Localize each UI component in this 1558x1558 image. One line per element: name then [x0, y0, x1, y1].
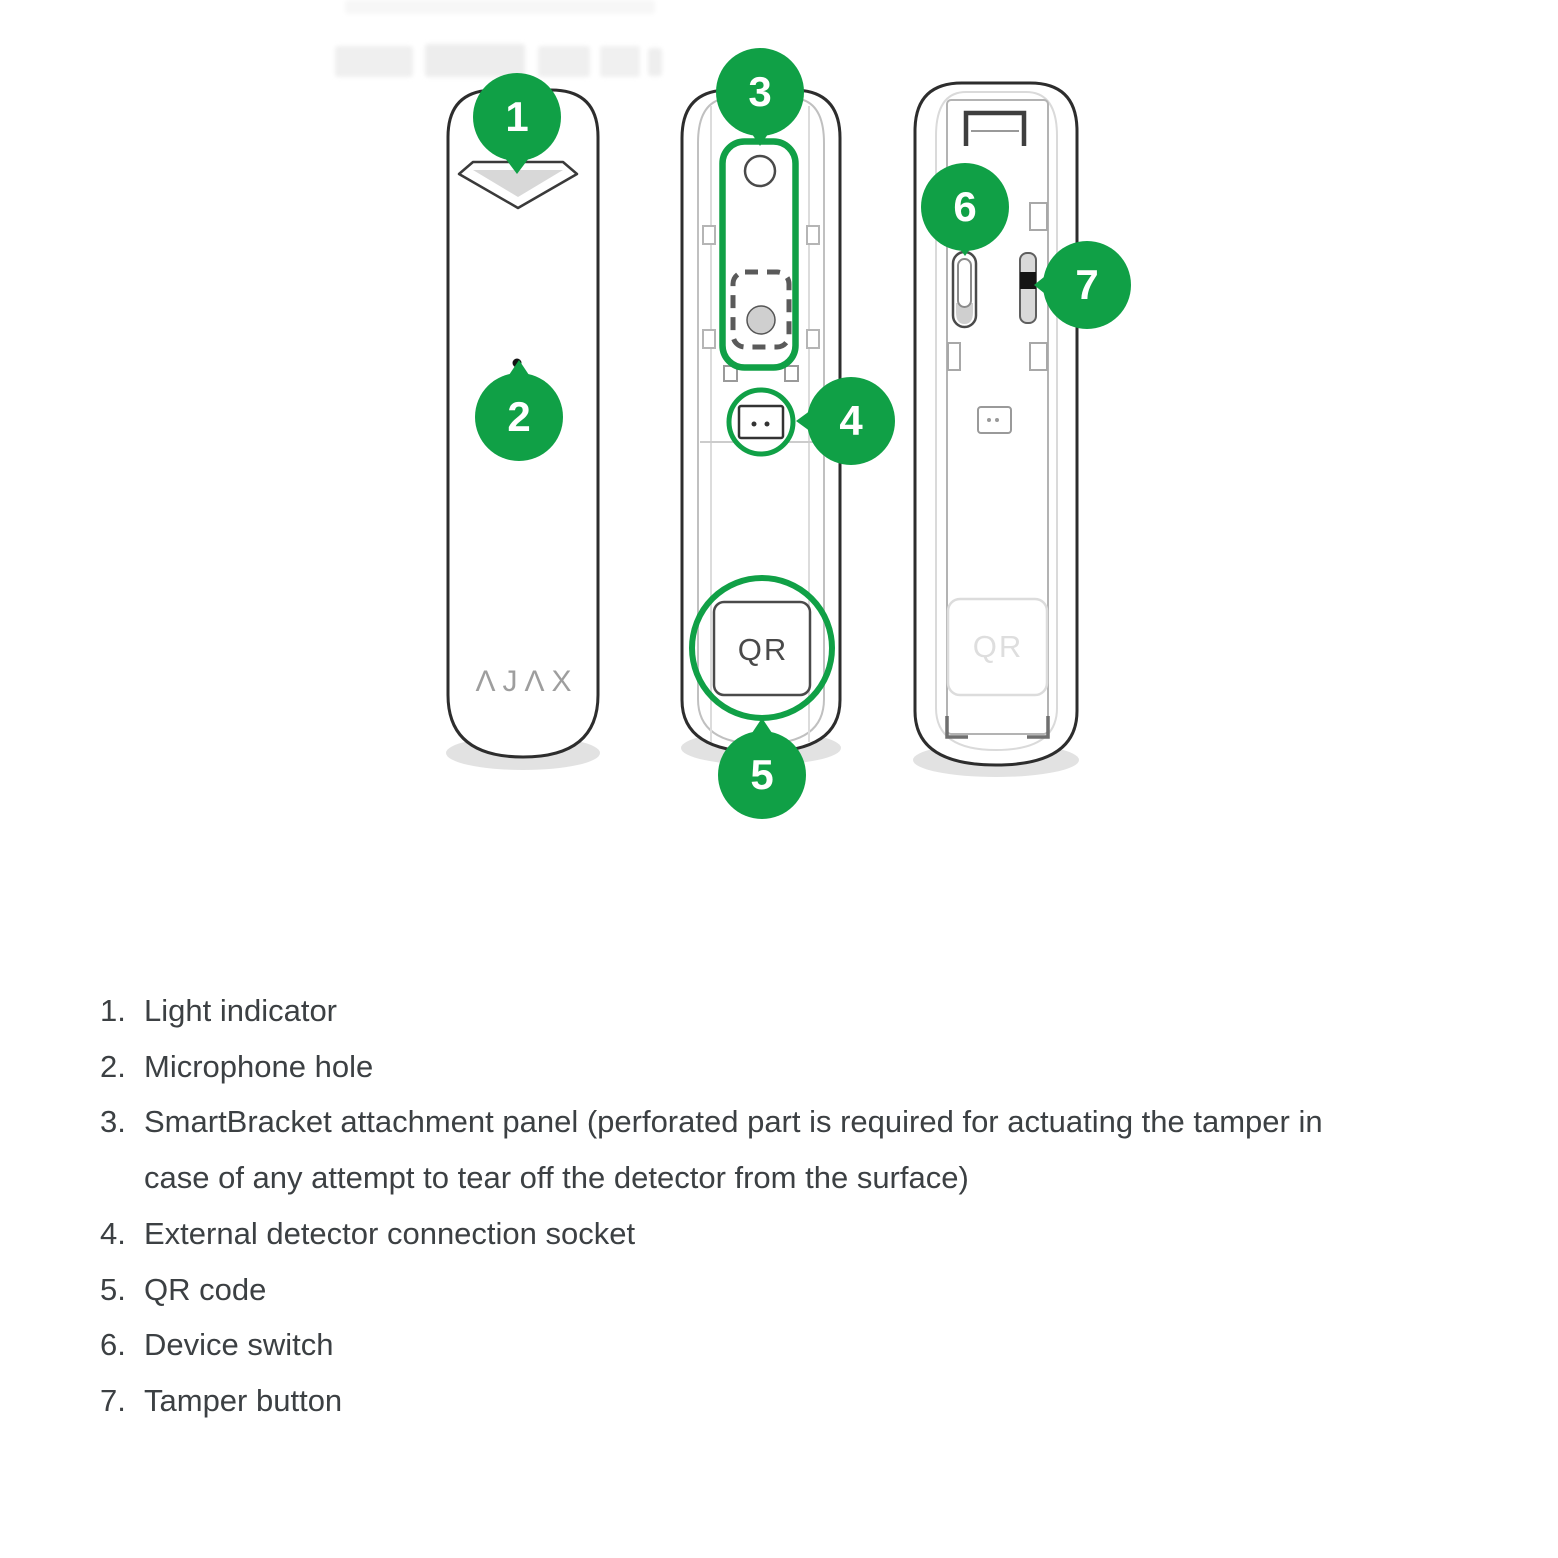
perforated-part-icon: [730, 269, 792, 350]
legend-item-label: Microphone hole: [144, 1048, 374, 1084]
qr-code-faint-label: QR: [973, 629, 1024, 664]
back-socket-icon: [977, 406, 1012, 434]
legend-item-number: 4.: [100, 1215, 126, 1251]
svg-text:7: 7: [1075, 261, 1098, 308]
legend-item-number: 7.: [100, 1382, 126, 1418]
legend-item-number: 5.: [100, 1271, 126, 1307]
callout-7-tamper-button: 7: [1034, 241, 1131, 329]
legend-item-2: 2. Microphone hole: [100, 1039, 1430, 1095]
panel-bottom-hooks: [945, 716, 1050, 739]
legend-list: 1. Light indicator 2. Microphone hole 3.…: [100, 983, 1430, 1429]
legend-item-number: 1.: [100, 993, 126, 1028]
callout-1-light-indicator: 1: [473, 73, 561, 174]
svg-text:6: 6: [953, 183, 976, 230]
legend-item-label: SmartBracket attachment panel (perforate…: [144, 1104, 1323, 1196]
panel-tabs: [947, 202, 1048, 371]
smartbracket-panel-highlight: [719, 138, 799, 371]
external-detector-socket: [726, 387, 796, 457]
mounting-hook-icon: [963, 110, 1027, 146]
legend-item-label: QR code: [144, 1271, 267, 1307]
legend-item-label: External detector connection socket: [144, 1215, 636, 1251]
svg-text:2: 2: [507, 393, 530, 440]
device-diagram: ΛJΛX: [335, 0, 1131, 819]
device-back-inner-frame: [935, 91, 1058, 752]
legend-item-number: 2.: [100, 1048, 126, 1084]
legend-item-1: 1. Light indicator: [100, 983, 1430, 1039]
perforation-button-icon: [746, 305, 776, 335]
legend-item-6: 6. Device switch: [100, 1317, 1430, 1373]
legend-item-5: 5. QR code: [100, 1262, 1430, 1318]
svg-text:3: 3: [748, 68, 771, 115]
tamper-button: [1019, 252, 1037, 324]
brand-logo: ΛJΛX: [475, 665, 578, 698]
legend-item-label: Tamper button: [144, 1382, 343, 1418]
bracket-plate-notches: [702, 225, 820, 382]
legend-item-number: 3.: [100, 1104, 126, 1140]
device-back-panel: [946, 99, 1049, 735]
svg-text:4: 4: [839, 397, 863, 444]
device-back-view: QR: [913, 81, 1079, 767]
callout-3-smartbracket-panel: 3: [716, 48, 804, 146]
callout-5-qr-code: 5: [718, 718, 806, 819]
legend-item-label: Light indicator: [144, 993, 338, 1028]
legend-item-7: 7. Tamper button: [100, 1373, 1430, 1429]
legend-item-3: 3. SmartBracket attachment panel (perfor…: [100, 1094, 1430, 1205]
legend-item-4: 4. External detector connection socket: [100, 1206, 1430, 1262]
svg-text:1: 1: [505, 93, 528, 140]
device-switch: [951, 250, 978, 329]
faded-artifact: [335, 0, 662, 77]
callout-2-microphone-hole: 2: [475, 360, 563, 461]
legend-item-label: Device switch: [144, 1327, 334, 1363]
light-indicator-icon: [457, 160, 579, 210]
qr-code-label: QR: [738, 632, 789, 667]
callout-6-device-switch: 6: [921, 163, 1009, 256]
callout-4-external-socket: 4: [796, 377, 895, 465]
svg-text:5: 5: [750, 751, 773, 798]
qr-code-faint: QR: [946, 597, 1049, 697]
callout-markers: 1 2 3 4 5 6 7: [473, 48, 1131, 819]
legend-item-number: 6.: [100, 1327, 126, 1363]
panel-hole-icon: [743, 154, 777, 188]
